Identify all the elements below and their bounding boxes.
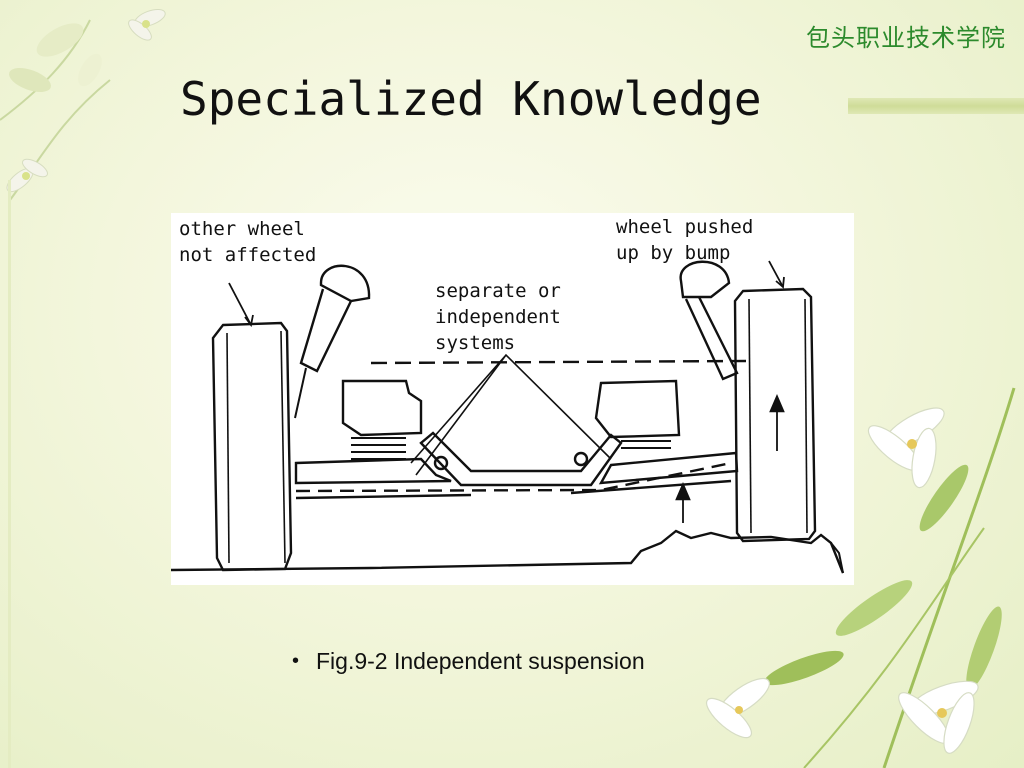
caption-item: • Fig.9-2 Independent suspension bbox=[292, 648, 645, 675]
left-control-arm bbox=[294, 457, 452, 485]
left-mount bbox=[341, 379, 423, 460]
lily-decoration-bottom-right bbox=[706, 387, 1016, 768]
institution-name: 包头职业技术学院 bbox=[806, 24, 1006, 52]
frame-dashed-bottom bbox=[295, 461, 732, 493]
label-left-line2: not affected bbox=[179, 244, 316, 266]
label-right-line2: up by bump bbox=[616, 242, 730, 264]
right-wheel bbox=[733, 287, 817, 543]
suspension-figure: other wheel not affected wheel pushed up… bbox=[171, 213, 854, 585]
right-mount bbox=[594, 379, 681, 449]
frame-dashed-top bbox=[370, 359, 747, 365]
decorative-line bbox=[8, 180, 11, 768]
figure-caption: Fig.9-2 Independent suspension bbox=[316, 648, 645, 674]
slide-title: Specialized Knowledge bbox=[180, 72, 762, 126]
right-control-arm bbox=[598, 451, 739, 485]
ground-line bbox=[171, 529, 845, 574]
right-label-arrow bbox=[768, 260, 784, 288]
left-wheel bbox=[211, 321, 293, 572]
caption-list: • Fig.9-2 Independent suspension bbox=[292, 648, 645, 675]
label-left-line1: other wheel bbox=[179, 218, 305, 240]
label-center-line2: independent bbox=[435, 306, 561, 328]
left-label-arrow bbox=[228, 282, 252, 326]
center-housing bbox=[419, 431, 623, 487]
bullet: • bbox=[292, 650, 300, 672]
left-shock-absorber bbox=[294, 264, 371, 419]
title-accent-bar bbox=[848, 98, 1024, 114]
independent-suspension-diagram: other wheel not affected wheel pushed up… bbox=[171, 216, 845, 574]
right-shock-absorber bbox=[679, 260, 739, 381]
label-center-line3: systems bbox=[435, 332, 515, 354]
label-center-line1: separate or bbox=[435, 280, 561, 302]
label-right-line1: wheel pushed bbox=[616, 216, 753, 238]
pointer-lines bbox=[410, 353, 612, 476]
floral-decoration-top-left bbox=[0, 8, 166, 201]
